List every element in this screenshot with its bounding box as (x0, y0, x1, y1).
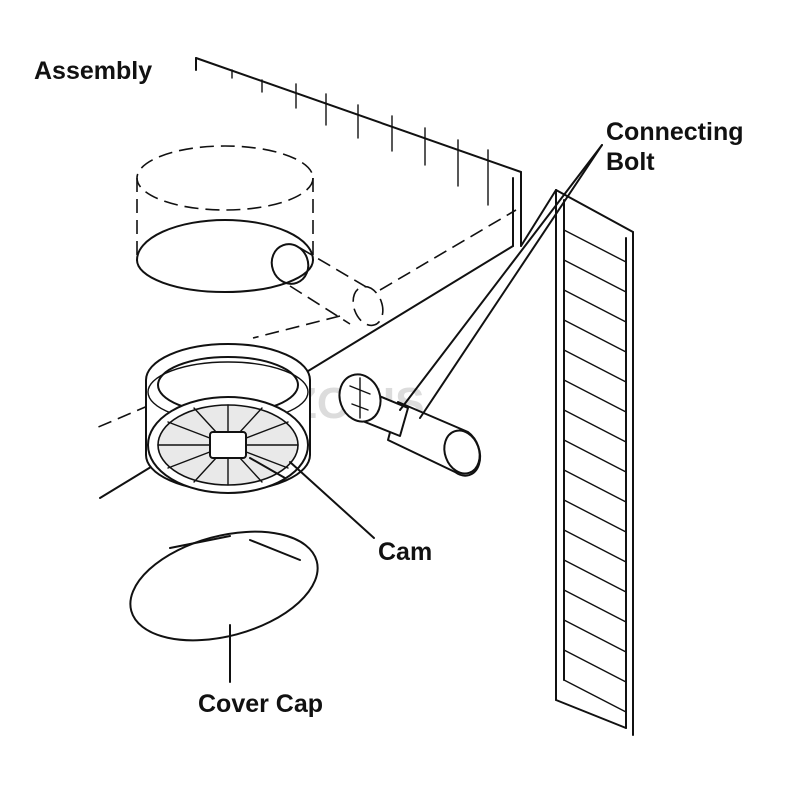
side-panel-hatching (563, 229, 627, 713)
leader-cam (289, 461, 375, 539)
cam-hub (209, 431, 247, 459)
leader-connecting-bolt (419, 144, 603, 419)
label-connecting: Connecting (606, 118, 744, 146)
cam-bore-hole (136, 145, 314, 293)
label-cam: Cam (378, 538, 432, 566)
leader-lines (229, 144, 603, 683)
leader-connecting-bolt-2 (399, 144, 603, 411)
connecting-bolt (338, 373, 482, 477)
label-cover-cap: Cover Cap (198, 690, 323, 718)
label-bolt: Bolt (606, 148, 655, 176)
side-panel (555, 189, 634, 736)
cover-cap (129, 530, 319, 642)
bolt-bore-hole (95, 209, 517, 429)
label-assembly: Assembly (34, 57, 152, 85)
cam (145, 343, 311, 494)
top-panel-hatching (231, 69, 489, 206)
